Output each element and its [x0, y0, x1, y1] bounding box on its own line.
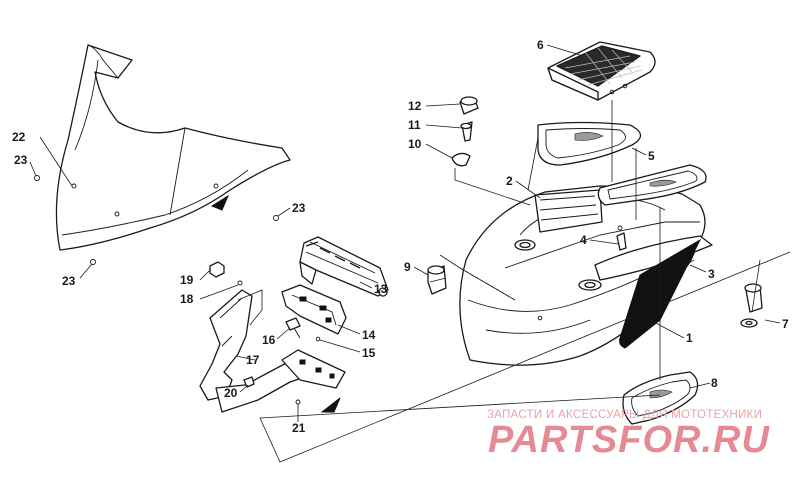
callout-11: 11 — [408, 118, 421, 132]
callout-12: 12 — [408, 99, 422, 113]
screw-20 — [243, 376, 255, 388]
callout-15: 15 — [362, 346, 376, 360]
callout-22: 22 — [12, 130, 26, 144]
callout-20: 20 — [224, 386, 238, 400]
callout-6: 6 — [537, 38, 544, 52]
fastener-4 — [616, 232, 627, 251]
callout-3: 3 — [708, 267, 715, 281]
watermark-brand: PARTSFOR.RU — [488, 419, 770, 461]
callout-21: 21 — [292, 421, 306, 435]
callout-17: 17 — [246, 353, 260, 367]
callout-1: 1 — [686, 331, 693, 345]
callout-16: 16 — [262, 333, 276, 347]
callout-18: 18 — [180, 292, 194, 306]
deflector-lower — [597, 164, 707, 206]
watermark: ЗАПАСТИ И АКСЕССУАРЫ ДЛЯ МОТОТЕХНИКИ PAR… — [487, 409, 770, 461]
guide-lines — [237, 100, 791, 463]
gauge-bracket — [281, 284, 347, 342]
callout-14: 14 — [362, 328, 376, 342]
callout-2: 2 — [506, 174, 513, 188]
callout-13: 13 — [374, 282, 388, 296]
watermark-tagline: ЗАПАСТИ И АКСЕССУАРЫ ДЛЯ МОТОТЕХНИКИ — [487, 409, 762, 421]
gauge-cluster — [299, 236, 389, 297]
windshield — [34, 44, 291, 265]
callout-4: 4 — [580, 233, 587, 247]
callout-labels: 1 2 3 4 5 6 7 8 9 10 11 12 13 14 15 16 1… — [12, 38, 789, 435]
callout-5: 5 — [648, 149, 655, 163]
callout-23a: 23 — [14, 153, 28, 167]
callout-19: 19 — [180, 273, 194, 287]
grille-tray — [547, 41, 656, 101]
callout-10: 10 — [408, 137, 422, 151]
knob-assembly — [451, 96, 479, 167]
screw-16 — [285, 317, 301, 339]
deflector-upper — [537, 121, 642, 166]
callout-8: 8 — [711, 376, 718, 390]
callout-23b: 23 — [62, 274, 76, 288]
fastener-21 — [295, 399, 301, 405]
callout-23c: 23 — [292, 201, 306, 215]
plug-7 — [740, 283, 763, 328]
hood — [459, 185, 713, 366]
switch-9 — [427, 265, 447, 295]
mount-bracket — [199, 289, 346, 413]
bolt-19 — [209, 261, 243, 286]
callout-9: 9 — [404, 260, 411, 274]
callout-7: 7 — [782, 317, 789, 331]
callout-leaders — [29, 44, 781, 422]
lower-panel — [622, 371, 699, 425]
